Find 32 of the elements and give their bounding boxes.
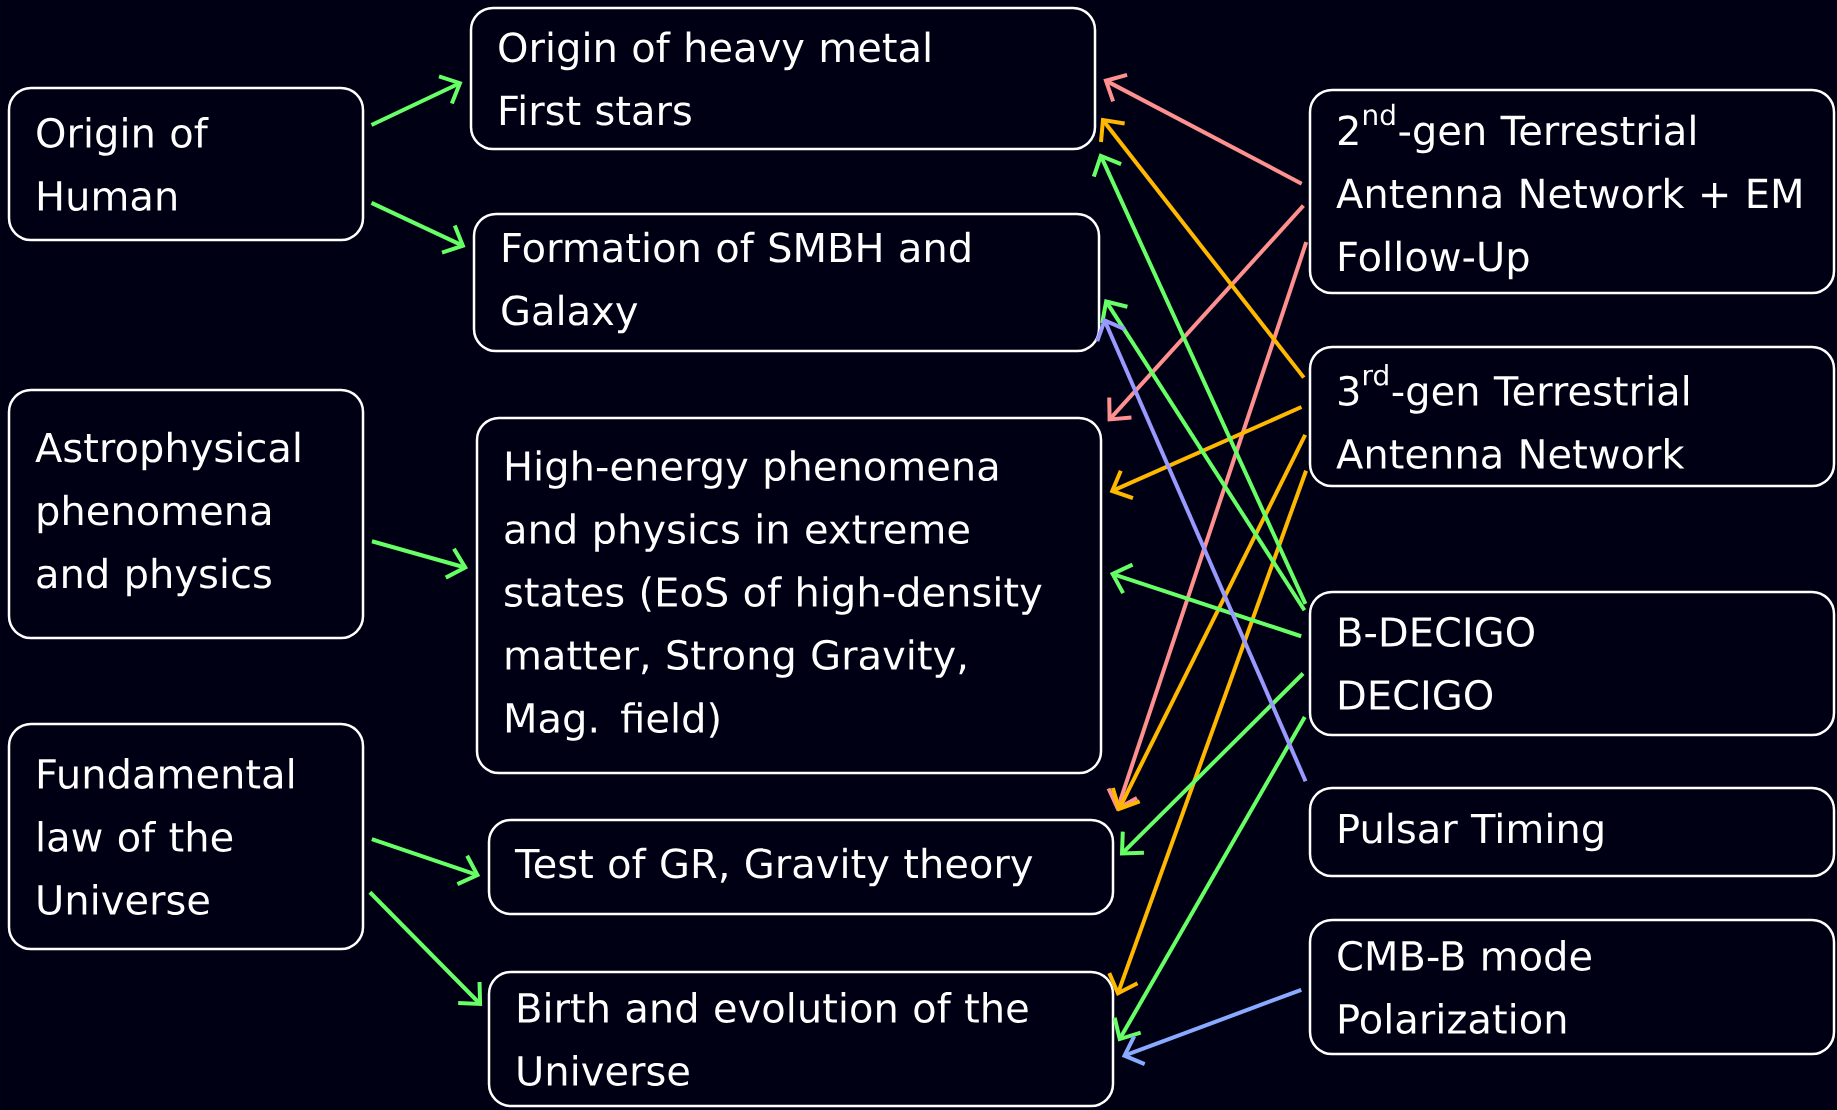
arrow [1095,317,1308,783]
arrow [371,539,469,580]
arrow [1109,405,1303,501]
text-box: Birth and evolution of the Universe [487,970,1115,1108]
text-box: Formation of SMBH and Galaxy [472,212,1101,353]
arrow [368,890,483,1006]
arrow [1091,153,1308,605]
text-box: B-DECIGO DECIGO [1308,590,1836,737]
arrow [1121,987,1302,1066]
arrow [370,201,466,255]
text-box: Astrophysical phenomena and physics [7,388,365,640]
arrow [370,74,463,127]
arrow [1106,241,1309,812]
arrow [1099,117,1306,379]
arrow [1107,204,1305,422]
text-box: CMB-B mode Polarization [1308,918,1836,1056]
arrow [371,837,481,886]
arrow [1100,299,1307,612]
arrow [1119,672,1305,856]
text-box: $\text{2}^{\text{nd}}\text{-gen Terrestrial}$ Antenna Network + EM Follow-Up [1308,88,1836,295]
text-box: High-energy phenomena and physics in extreme states (EoS of high-density matter, Strong Gravity, Mag. field) [475,416,1103,775]
arrow [1110,434,1307,812]
text-box: Fundamental law of the Universe [7,722,365,951]
text-box: Origin of Human [7,86,365,242]
text-box: Pulsar Timing [1308,786,1836,878]
arrow [1109,562,1302,639]
text-box: Origin of heavy metal First stars [469,6,1097,151]
arrow [1112,716,1307,1042]
text-box: $\text{3}^{\text{rd}}\text{-gen Terrestrial}$ Antenna Network [1308,345,1836,488]
arrow [1107,470,1308,996]
text-box: Test of GR, Gravity theory [487,818,1115,916]
arrow [1103,72,1303,186]
